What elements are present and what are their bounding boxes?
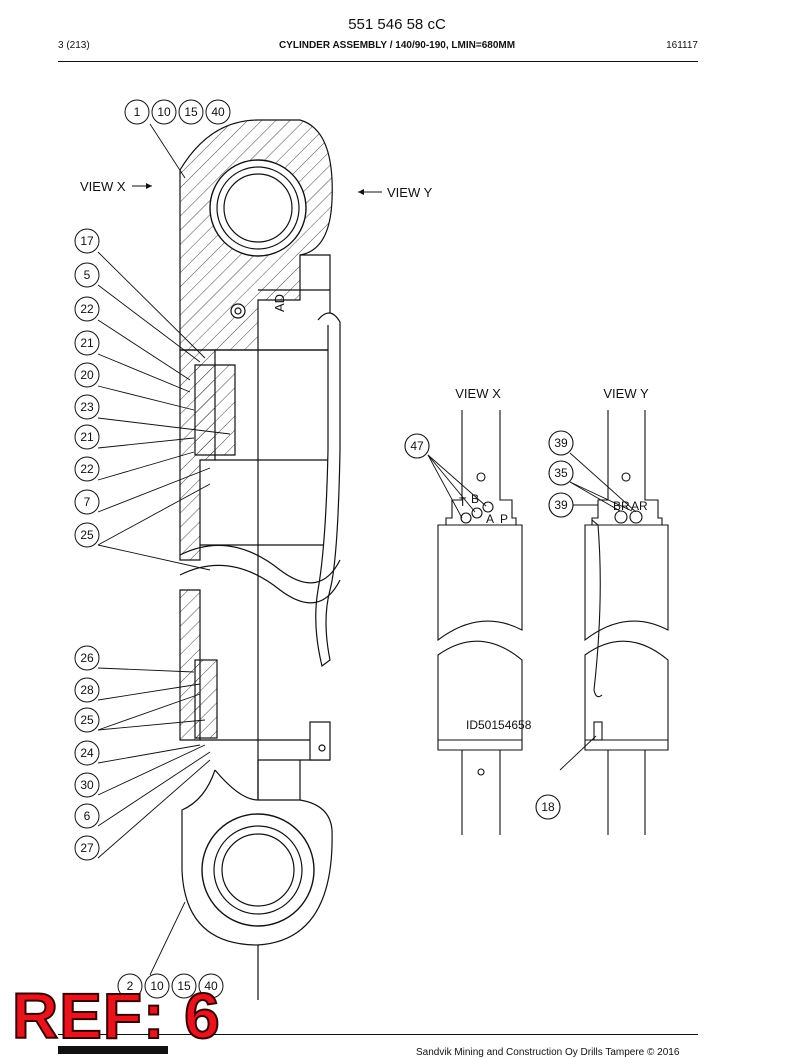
callout-label: 5 bbox=[84, 268, 91, 282]
callout-label: 39 bbox=[554, 436, 568, 450]
view-x-detail: VIEW X T B A P ID50154658 47 bbox=[404, 386, 532, 835]
svg-text:T: T bbox=[459, 495, 467, 509]
callout-label: 1 bbox=[134, 105, 141, 119]
view-x-title: VIEW X bbox=[455, 386, 501, 401]
page-title: CYLINDER ASSEMBLY / 140/90-190, LMIN=680… bbox=[278, 40, 516, 51]
hydraulic-pipe bbox=[315, 312, 341, 668]
callout-label: 21 bbox=[80, 336, 94, 350]
svg-text:AR: AR bbox=[631, 499, 648, 513]
callout-label: 25 bbox=[80, 713, 94, 727]
callout-label: 23 bbox=[80, 400, 94, 414]
callout-label: 2 bbox=[127, 979, 134, 993]
callout-label: 26 bbox=[80, 651, 94, 665]
header-rule bbox=[58, 61, 698, 62]
callout-label: 15 bbox=[177, 979, 191, 993]
svg-text:P: P bbox=[500, 512, 508, 526]
callout-label: 40 bbox=[211, 105, 225, 119]
view-y-arrow-label: VIEW Y bbox=[387, 185, 433, 200]
ad-mark: AD bbox=[272, 294, 287, 312]
callout-label: 25 bbox=[80, 528, 94, 542]
callout-label: 22 bbox=[80, 462, 94, 476]
view-indicators: VIEW X VIEW Y bbox=[80, 179, 433, 200]
callout-label: 47 bbox=[410, 439, 424, 453]
svg-text:A: A bbox=[486, 512, 494, 526]
callout-label: 10 bbox=[157, 105, 171, 119]
callout-label: 40 bbox=[204, 979, 218, 993]
ref-stamp: REF: 6 bbox=[11, 980, 221, 1052]
callout-label: 22 bbox=[80, 302, 94, 316]
view-y-title: VIEW Y bbox=[603, 386, 649, 401]
callout-label: 27 bbox=[80, 841, 94, 855]
callout-label: 21 bbox=[80, 430, 94, 444]
callout-label: 35 bbox=[554, 466, 568, 480]
callout-label: 7 bbox=[84, 495, 91, 509]
main-cylinder-section: AD bbox=[179, 119, 341, 1000]
callout-label: 20 bbox=[80, 368, 94, 382]
sandvik-logo bbox=[58, 1046, 168, 1054]
id-plate: ID50154658 bbox=[466, 718, 532, 732]
callout-label: 30 bbox=[80, 778, 94, 792]
callout-label: 24 bbox=[80, 746, 94, 760]
svg-text:B: B bbox=[471, 492, 479, 506]
callout-label: 28 bbox=[80, 683, 94, 697]
date-code: 161117 bbox=[666, 40, 698, 51]
leader-lines bbox=[97, 123, 231, 976]
callout-label: 10 bbox=[150, 979, 164, 993]
footer-rule bbox=[58, 1034, 698, 1035]
view-y-detail: VIEW Y BR AR 39 35 39 18 bbox=[535, 386, 669, 835]
callout-label: 6 bbox=[84, 809, 91, 823]
callout-label: 17 bbox=[80, 234, 94, 248]
callout-label: 39 bbox=[554, 498, 568, 512]
view-x-arrow-label: VIEW X bbox=[80, 179, 126, 194]
document-id: 551 546 58 cC bbox=[348, 16, 446, 33]
callouts-main: 1 10 15 40 17 5 22 21 20 23 21 22 7 25 2… bbox=[74, 99, 231, 999]
callout-label: 18 bbox=[541, 800, 555, 814]
page-number: 3 (213) bbox=[58, 40, 90, 51]
callout-label: 15 bbox=[184, 105, 198, 119]
